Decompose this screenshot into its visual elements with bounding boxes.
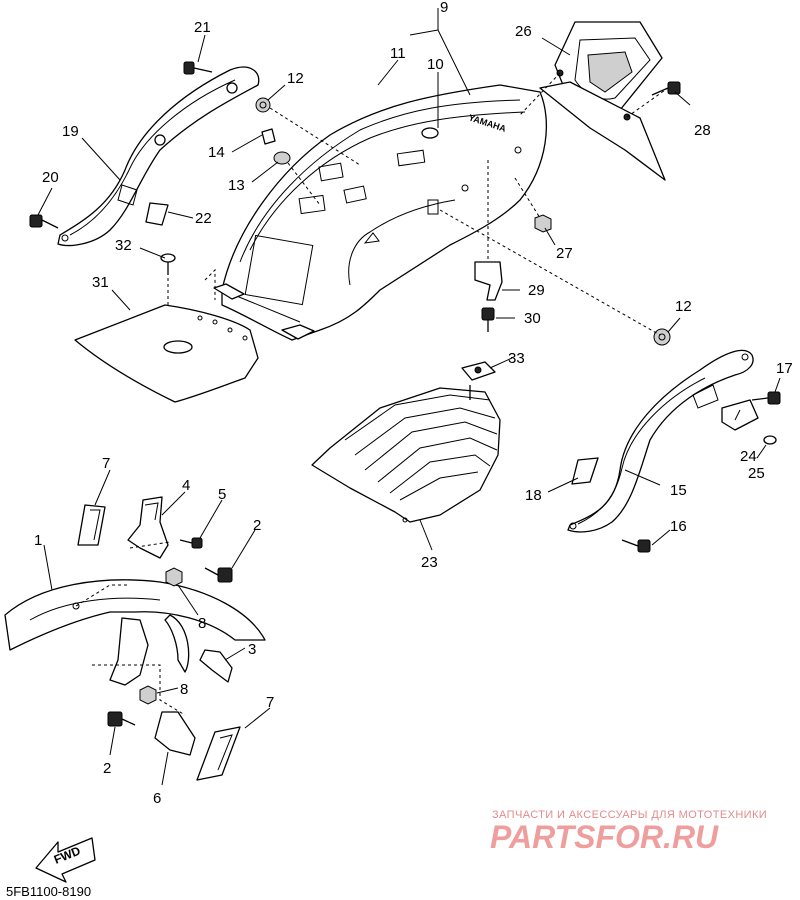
rear-fender: YAMAHA bbox=[213, 84, 548, 341]
fasteners bbox=[29, 61, 781, 727]
callout-30: 30 bbox=[524, 310, 541, 327]
leader-lines bbox=[37, 8, 781, 786]
forward-direction-arrow: FWD bbox=[35, 837, 96, 883]
callout-31: 31 bbox=[92, 274, 109, 291]
callout-27: 27 bbox=[556, 245, 573, 262]
diagram-code: 5FB1100-8190 bbox=[6, 884, 91, 899]
callout-33: 33 bbox=[508, 350, 525, 367]
callout-16: 16 bbox=[670, 518, 687, 535]
front-fender bbox=[4, 579, 266, 673]
callout-4: 4 bbox=[182, 477, 190, 494]
mud-flap bbox=[74, 260, 259, 403]
callout-20: 20 bbox=[42, 169, 59, 186]
callout-23: 23 bbox=[421, 554, 438, 571]
watermark-brand: PARTSFOR.RU bbox=[490, 819, 719, 855]
assembly-lines bbox=[269, 72, 669, 400]
callout-12-right: 12 bbox=[675, 298, 692, 315]
callout-8-lower: 8 bbox=[180, 681, 188, 698]
front-fender-brackets bbox=[75, 496, 241, 781]
callout-11: 11 bbox=[390, 45, 406, 62]
callout-10: 10 bbox=[427, 56, 444, 73]
callout-24: 24 bbox=[740, 448, 757, 465]
callout-28: 28 bbox=[694, 122, 711, 139]
callout-5: 5 bbox=[218, 486, 226, 503]
callout-15: 15 bbox=[670, 482, 687, 499]
callout-1: 1 bbox=[34, 532, 42, 549]
callout-32: 32 bbox=[115, 237, 132, 254]
callout-6: 6 bbox=[153, 790, 161, 807]
watermark-caption: ЗАПЧАСТИ И АКСЕССУАРЫ ДЛЯ МОТОТЕХНИКИ bbox=[492, 809, 767, 821]
callout-7-lower: 7 bbox=[266, 694, 274, 711]
callout-12-top: 12 bbox=[287, 70, 304, 87]
callout-19: 19 bbox=[62, 123, 79, 140]
watermark: ЗАПЧАСТИ И АКСЕССУАРЫ ДЛЯ МОТОТЕХНИКИ PA… bbox=[490, 809, 767, 855]
callout-17: 17 bbox=[776, 360, 793, 377]
callout-13: 13 bbox=[228, 177, 245, 194]
callout-18: 18 bbox=[525, 487, 542, 504]
callout-2-lower: 2 bbox=[103, 760, 111, 777]
callout-9: 9 bbox=[440, 0, 448, 16]
callout-29: 29 bbox=[528, 282, 545, 299]
callout-numbers: 21 12 14 13 19 20 22 32 31 9 11 10 26 28… bbox=[34, 0, 793, 807]
callout-21: 21 bbox=[194, 19, 211, 36]
callout-8-upper: 8 bbox=[198, 615, 206, 632]
left-grab-bar bbox=[57, 66, 260, 247]
callout-3: 3 bbox=[248, 641, 256, 658]
right-grab-bar bbox=[567, 349, 754, 533]
callout-14: 14 bbox=[208, 144, 225, 161]
callout-25: 25 bbox=[748, 465, 765, 482]
callout-22: 22 bbox=[195, 210, 212, 227]
callout-2-upper: 2 bbox=[253, 517, 261, 534]
inner-fender bbox=[311, 387, 501, 523]
tail-light-assembly bbox=[539, 21, 666, 181]
callout-26: 26 bbox=[515, 23, 532, 40]
callout-7-top: 7 bbox=[102, 455, 110, 472]
